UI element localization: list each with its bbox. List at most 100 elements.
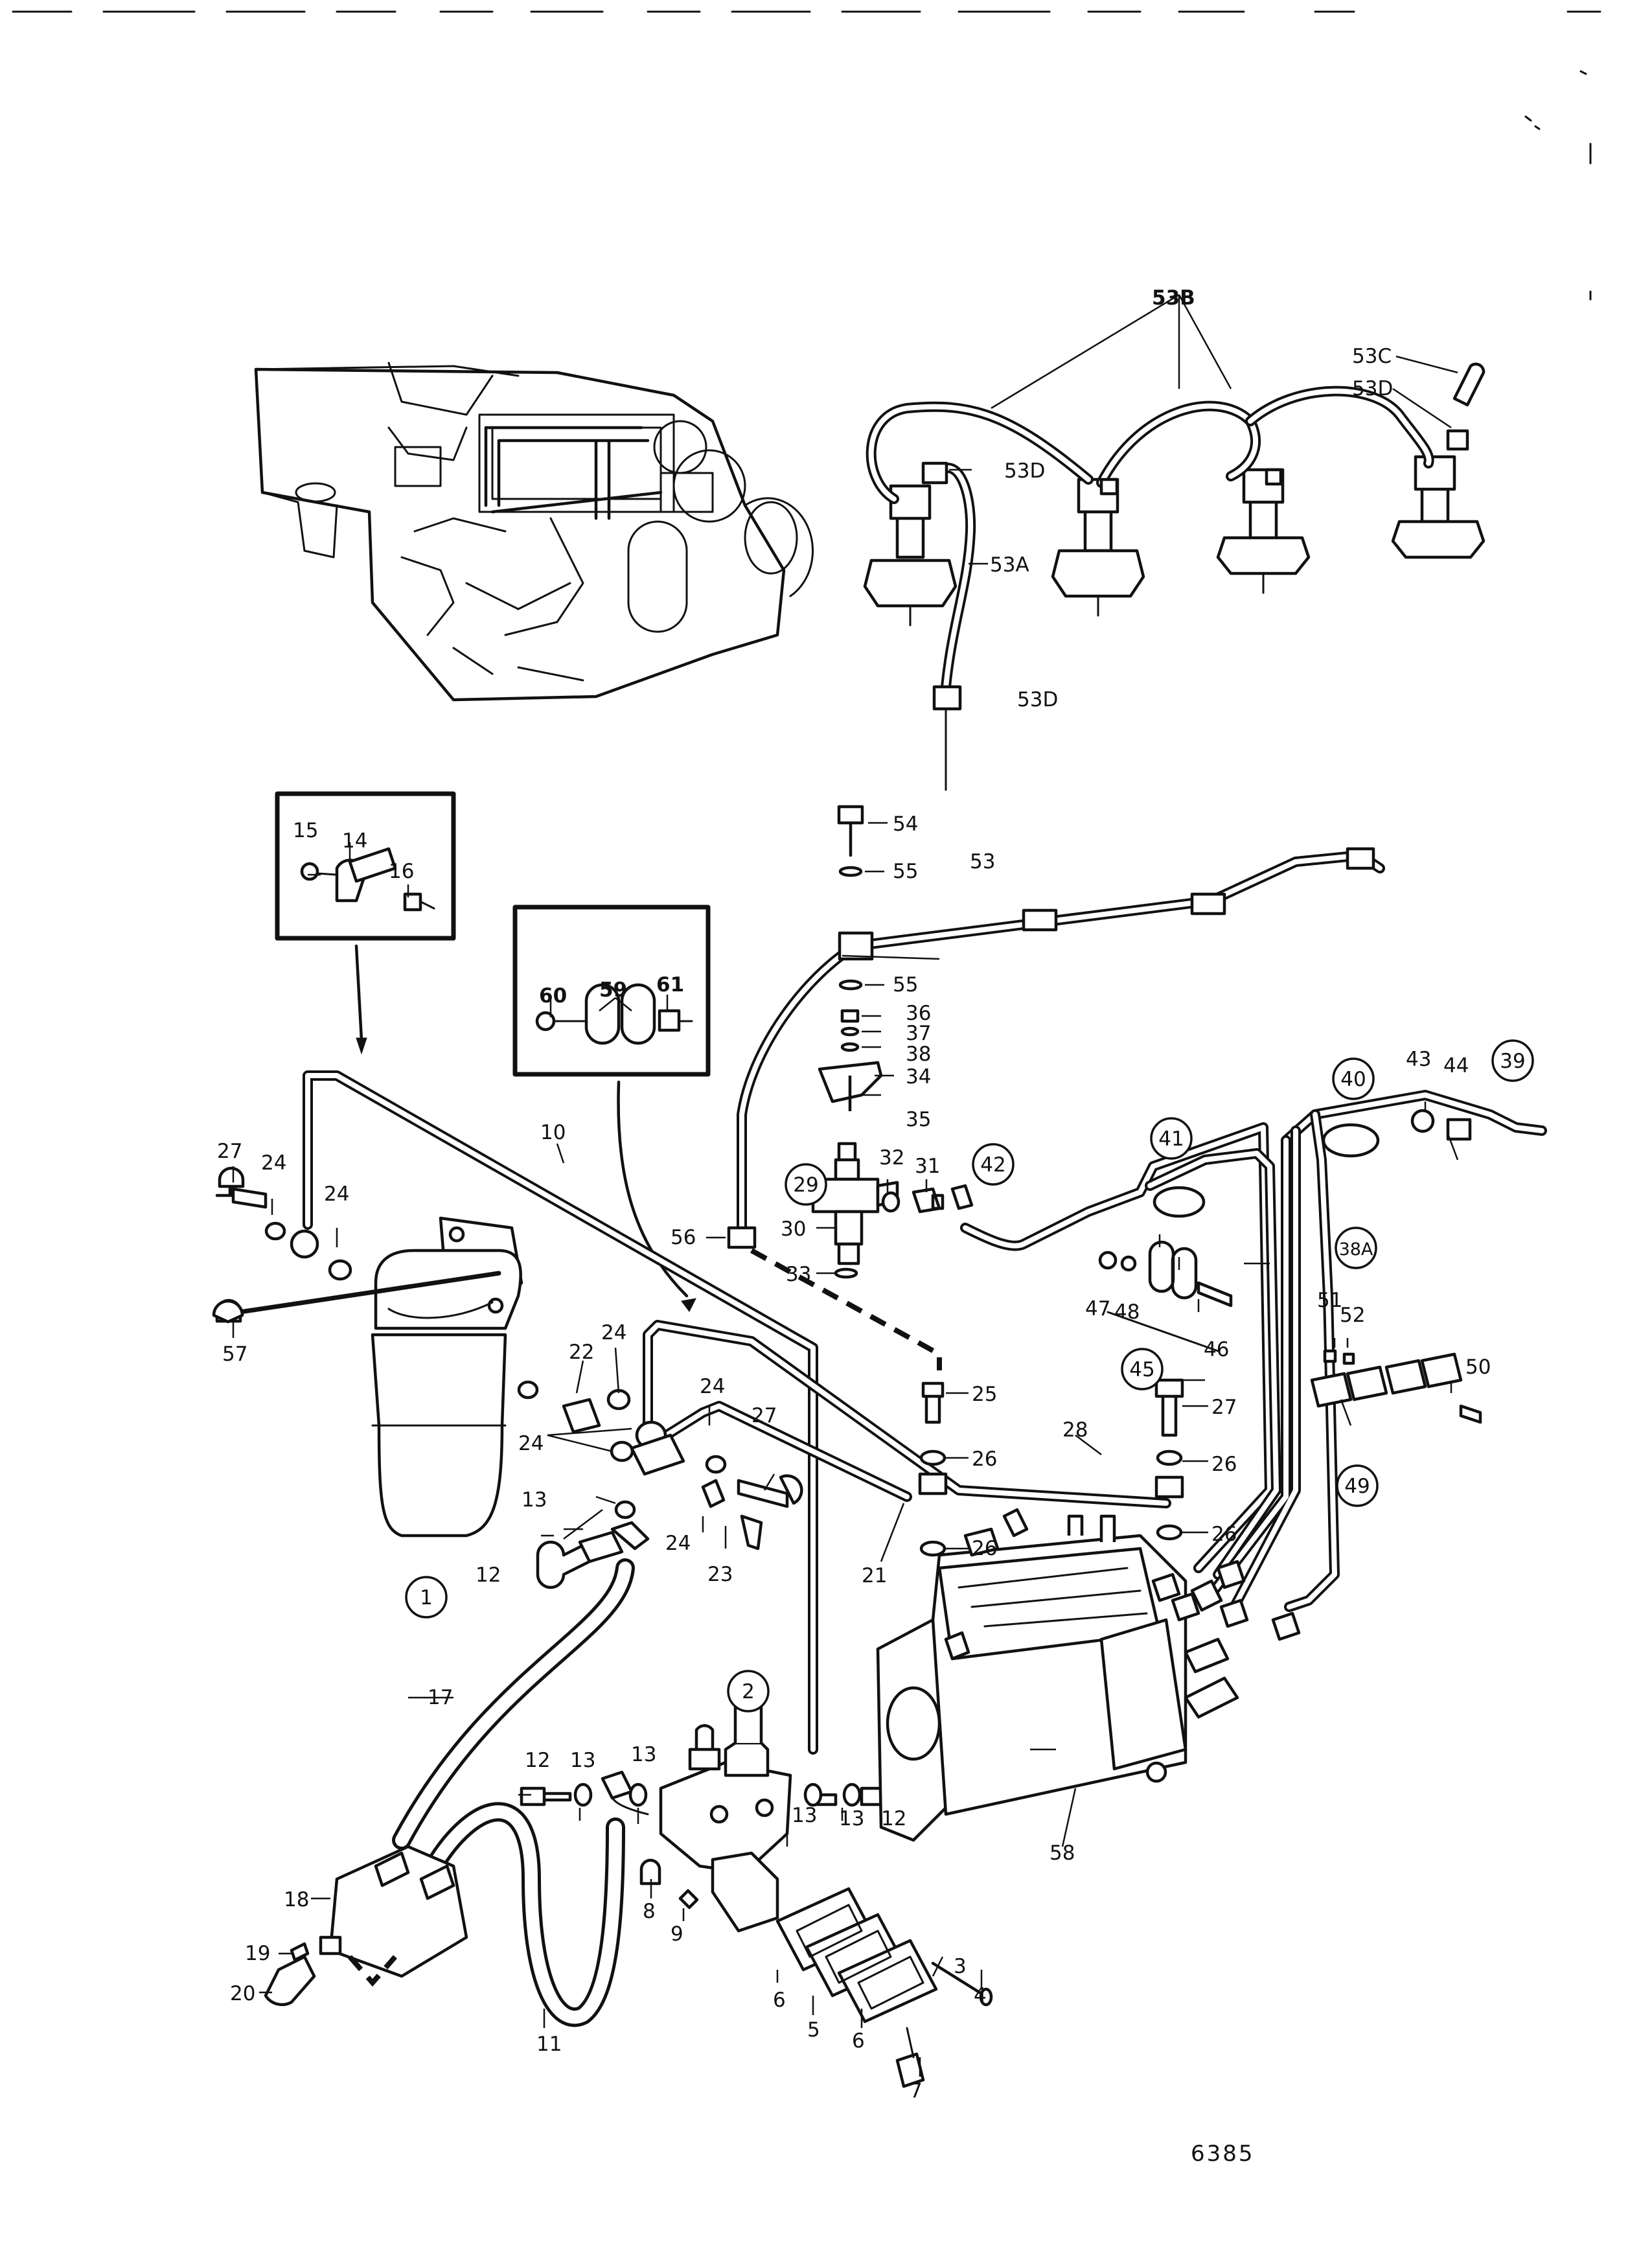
label-47: 47 <box>1085 1297 1110 1321</box>
label-24c: 24 <box>601 1321 626 1344</box>
label-55a: 55 <box>893 860 918 883</box>
label-8: 8 <box>643 1900 656 1923</box>
label-24e: 24 <box>518 1432 544 1455</box>
scan-top-edge <box>13 12 1600 299</box>
label-3: 3 <box>954 1955 967 1978</box>
label-12a: 12 <box>476 1563 501 1587</box>
label-14: 14 <box>342 829 367 853</box>
leader-lines <box>233 295 1458 2077</box>
fuel-filter-1 <box>373 1218 522 1536</box>
label-2: 2 <box>742 1680 755 1703</box>
drawing-number: 6385 <box>1191 2141 1255 2167</box>
label-53C: 53C <box>1352 345 1392 368</box>
bolt-57 <box>214 1301 242 1322</box>
label-36: 36 <box>906 1002 931 1025</box>
label-5: 5 <box>807 2018 820 2042</box>
label-48: 48 <box>1114 1300 1140 1324</box>
label-24d: 24 <box>700 1375 725 1398</box>
label-13c: 13 <box>631 1743 656 1766</box>
return-dashed-line <box>751 1251 939 1370</box>
label-23: 23 <box>707 1563 733 1586</box>
label-53B: 53B <box>1152 286 1195 310</box>
label-7: 7 <box>910 2079 923 2103</box>
label-25: 25 <box>972 1383 997 1406</box>
label-4: 4 <box>974 1984 987 2007</box>
label-26b: 26 <box>972 1537 997 1560</box>
label-51: 51 <box>1317 1289 1342 1312</box>
nozzle-holder-3 <box>1218 470 1309 593</box>
label-26c: 26 <box>1211 1453 1237 1476</box>
injector-lines-detail <box>865 364 1484 790</box>
label-27c: 27 <box>1211 1396 1237 1419</box>
overflow-valve-stack <box>820 807 881 1111</box>
label-13e: 13 <box>839 1807 864 1830</box>
label-1: 1 <box>420 1586 433 1609</box>
label-49: 49 <box>1344 1475 1370 1498</box>
label-41: 41 <box>1158 1127 1184 1151</box>
label-58: 58 <box>1050 1841 1075 1865</box>
label-24b: 24 <box>324 1182 349 1206</box>
label-38: 38 <box>906 1043 931 1066</box>
return-pipe-end-nut <box>1348 849 1373 868</box>
label-13d: 13 <box>792 1804 817 1827</box>
label-56: 56 <box>671 1226 696 1249</box>
label-22: 22 <box>569 1341 594 1364</box>
label-53Dc: 53D <box>1017 688 1058 711</box>
pump-gaskets <box>777 1889 991 2086</box>
banjo-union-56 <box>729 1228 755 1247</box>
label-46: 46 <box>1204 1338 1229 1361</box>
label-53A: 53A <box>990 553 1029 577</box>
nozzle-holder-2 <box>1053 479 1143 616</box>
label-9: 9 <box>671 1922 683 1946</box>
label-40: 40 <box>1340 1068 1366 1091</box>
label-57: 57 <box>222 1343 247 1366</box>
circled-callouts <box>406 1041 1533 1711</box>
label-33: 33 <box>786 1263 811 1286</box>
pipe-clamps <box>1100 1242 1480 1422</box>
nozzle-holder-4 <box>1393 457 1484 557</box>
label-34: 34 <box>906 1065 931 1089</box>
label-20: 20 <box>230 1982 255 2005</box>
label-52: 52 <box>1340 1304 1365 1327</box>
label-43: 43 <box>1406 1048 1431 1071</box>
label-60: 60 <box>539 984 567 1008</box>
label-15: 15 <box>293 819 318 842</box>
label-21: 21 <box>862 1564 887 1587</box>
feed-pump-2 <box>522 1678 910 1931</box>
part-number-labels: 1 2 3 4 5 6 6 7 8 9 10 11 12 12 12 13 13… <box>217 286 1526 2167</box>
label-26d: 26 <box>1211 1523 1237 1546</box>
label-53Da: 53D <box>1004 459 1045 483</box>
clip-inset-box <box>515 907 708 1311</box>
label-19: 19 <box>245 1942 270 1965</box>
label-30: 30 <box>781 1217 806 1241</box>
label-38A: 38A <box>1339 1240 1373 1260</box>
injection-pump-58 <box>878 1510 1237 1840</box>
label-29: 29 <box>793 1173 818 1197</box>
label-24f: 24 <box>665 1532 691 1555</box>
overflow-valve-29 <box>813 1144 972 1277</box>
engine-overview-illustration <box>256 363 813 700</box>
label-11: 11 <box>536 2033 562 2056</box>
label-16: 16 <box>389 860 414 883</box>
ring-nut-43 <box>1412 1111 1433 1131</box>
label-45: 45 <box>1129 1358 1154 1381</box>
label-17: 17 <box>428 1686 453 1709</box>
label-50: 50 <box>1465 1355 1491 1379</box>
label-61: 61 <box>656 973 684 997</box>
label-6b: 6 <box>852 2029 865 2053</box>
label-54: 54 <box>893 813 918 836</box>
label-44: 44 <box>1443 1054 1469 1078</box>
return-pipe-connector <box>1024 894 1224 930</box>
label-10: 10 <box>540 1121 566 1144</box>
label-13a: 13 <box>522 1488 547 1512</box>
label-12b: 12 <box>525 1749 550 1772</box>
nozzle-holder-1 <box>865 486 956 625</box>
label-59: 59 <box>599 978 627 1002</box>
label-53: 53 <box>970 850 995 873</box>
label-37: 37 <box>906 1022 931 1045</box>
label-18: 18 <box>284 1888 309 1911</box>
label-24a: 24 <box>261 1151 286 1175</box>
label-13b: 13 <box>570 1749 595 1772</box>
label-28: 28 <box>1062 1418 1088 1442</box>
